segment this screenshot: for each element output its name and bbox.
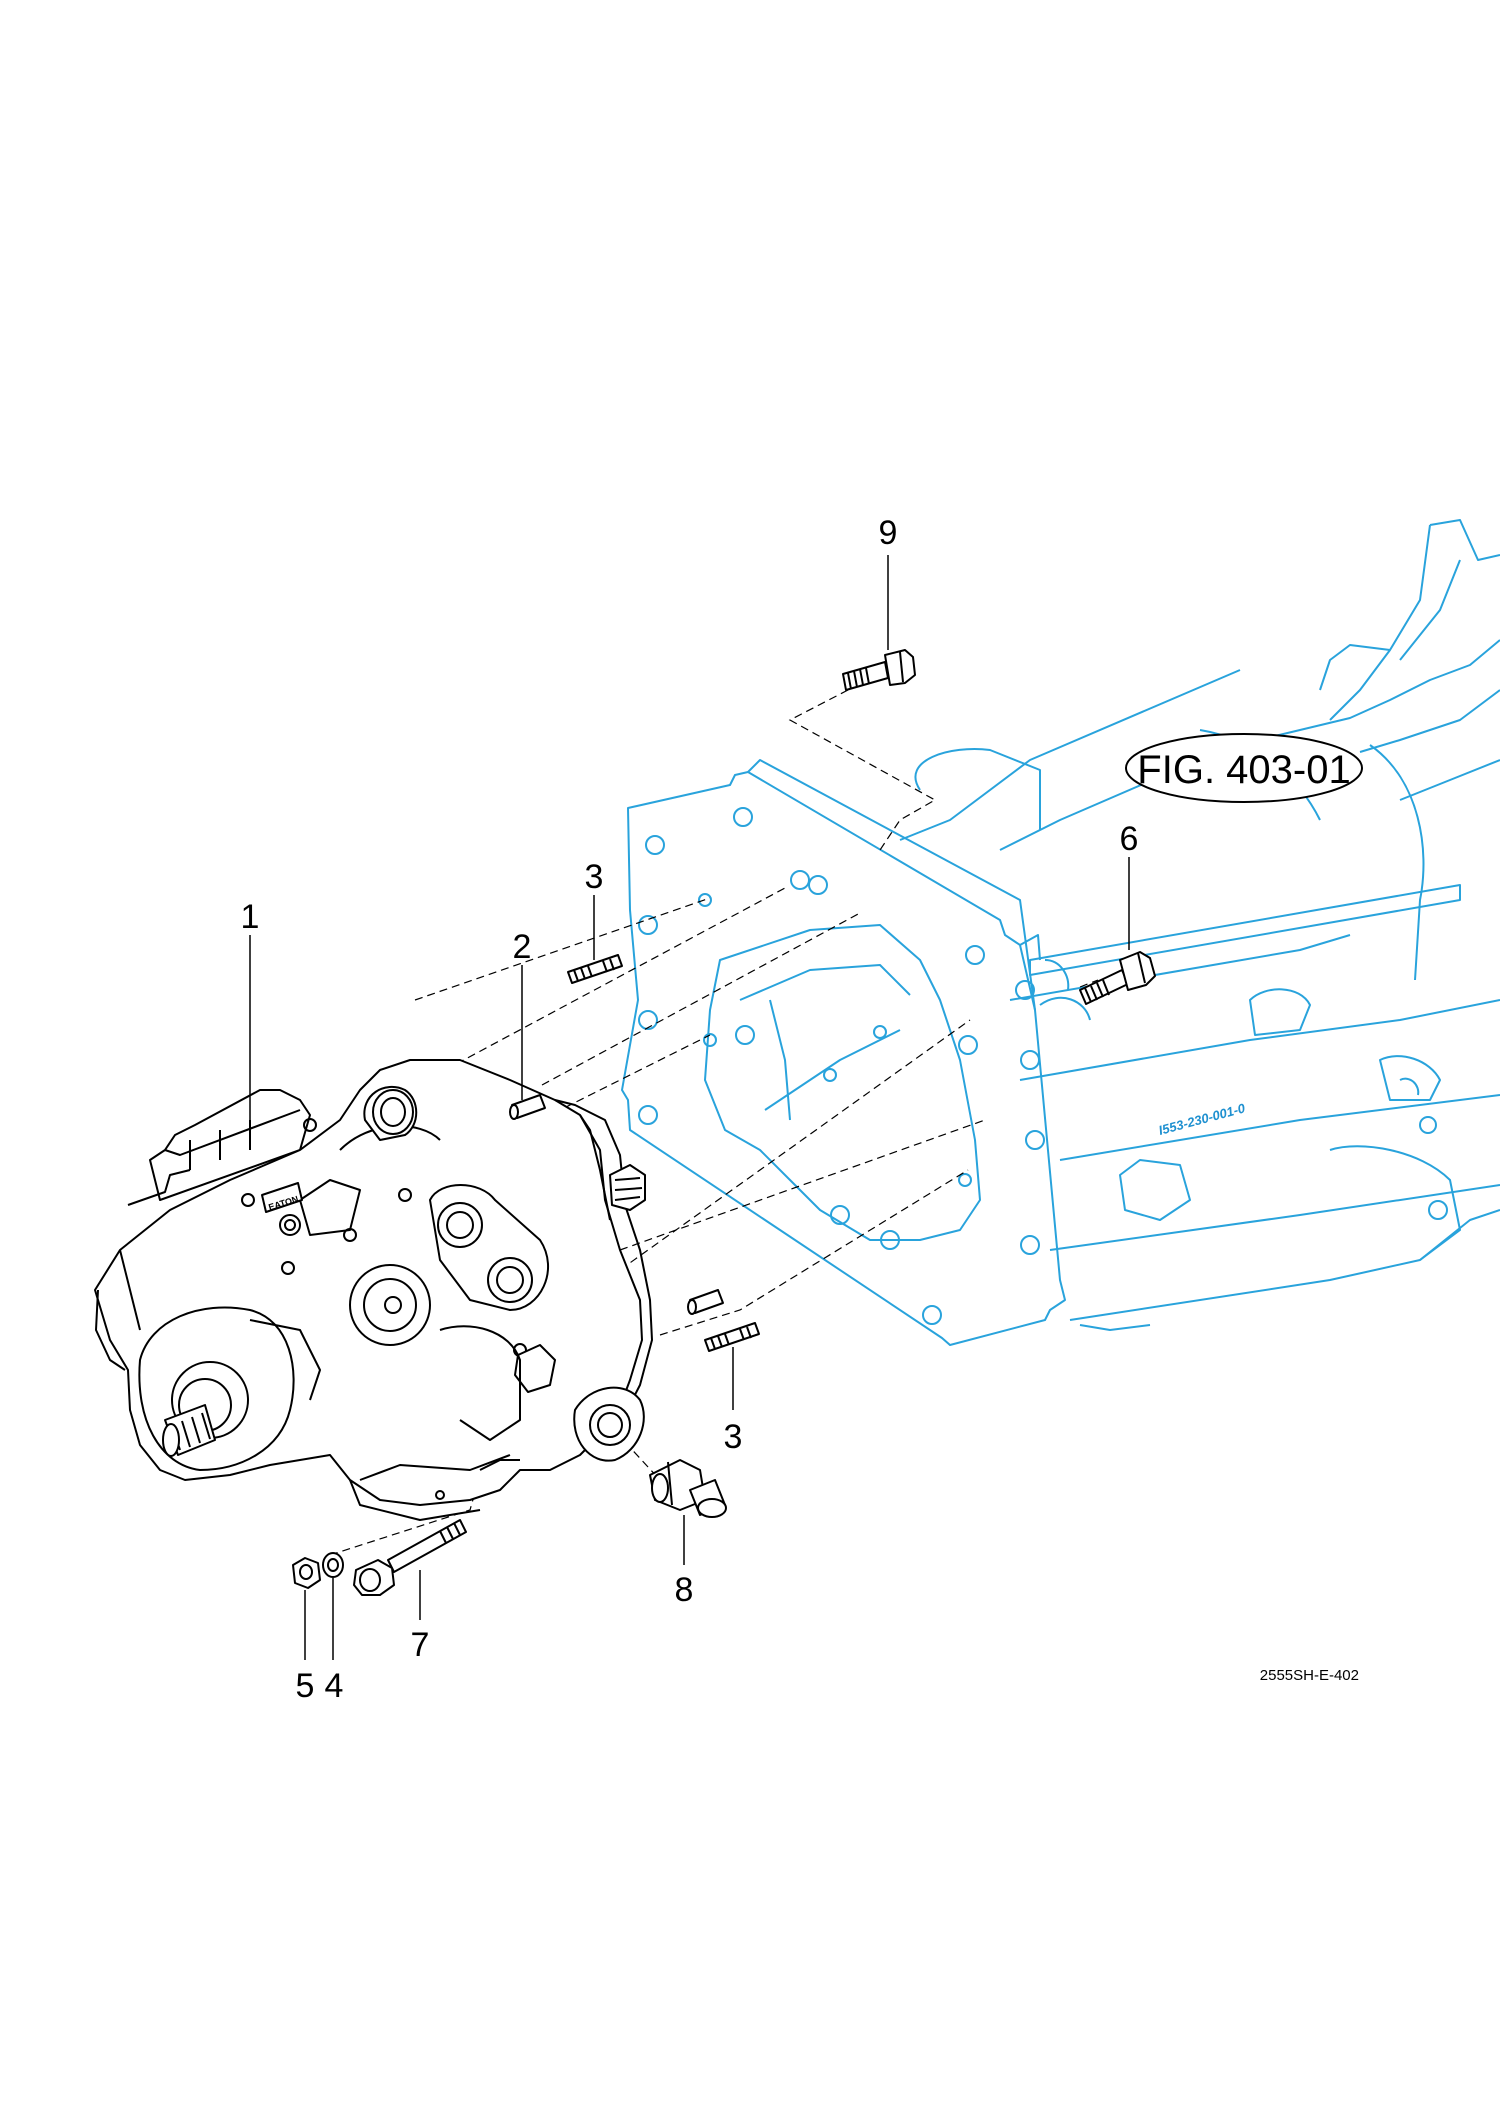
figure-reference-badge[interactable]: FIG. 403-01 bbox=[1125, 733, 1363, 803]
callout-2[interactable]: 2 bbox=[513, 928, 532, 966]
drawing-number: 2555SH-E-402 bbox=[1260, 1667, 1359, 1684]
callout-9[interactable]: 9 bbox=[879, 514, 898, 552]
hydraulic-pump-assembly[interactable]: EATON bbox=[94, 1059, 653, 1521]
part-7-long-bolt[interactable] bbox=[353, 1519, 467, 1596]
callout-5[interactable]: 5 bbox=[296, 1667, 315, 1705]
part-9-flange-bolt[interactable] bbox=[842, 649, 916, 691]
callout-3-lower[interactable]: 3 bbox=[724, 1418, 743, 1456]
part-2-dowel-pin-lower[interactable] bbox=[687, 1289, 724, 1315]
part-5-nut[interactable] bbox=[292, 1557, 321, 1589]
part-3-stud-upper[interactable] bbox=[567, 954, 623, 984]
callout-3-upper[interactable]: 3 bbox=[585, 858, 604, 896]
callout-6[interactable]: 6 bbox=[1120, 820, 1139, 858]
callout-7[interactable]: 7 bbox=[411, 1626, 430, 1664]
part-2-dowel-pin[interactable] bbox=[509, 1094, 546, 1120]
figure-reference-label: FIG. 403-01 bbox=[1137, 748, 1350, 792]
part-6-flange-bolt[interactable] bbox=[1079, 951, 1156, 1005]
callout-numbers: 1 2 3 3 4 5 6 7 8 9 bbox=[241, 514, 1139, 1705]
housing-part-number: I553-230-001-0 bbox=[1157, 1100, 1247, 1138]
part-3-stud-lower[interactable] bbox=[704, 1322, 760, 1352]
transmission-housing: I553-230-001-0 bbox=[621, 519, 1500, 1346]
part-4-washer[interactable] bbox=[322, 1552, 344, 1578]
part-8-fitting[interactable] bbox=[649, 1459, 727, 1518]
flange-bolt-holes bbox=[638, 807, 1045, 1325]
callout-4[interactable]: 4 bbox=[325, 1667, 344, 1705]
callout-1[interactable]: 1 bbox=[241, 898, 260, 936]
callout-8[interactable]: 8 bbox=[675, 1571, 694, 1609]
callout-leader-lines bbox=[249, 555, 1130, 1660]
